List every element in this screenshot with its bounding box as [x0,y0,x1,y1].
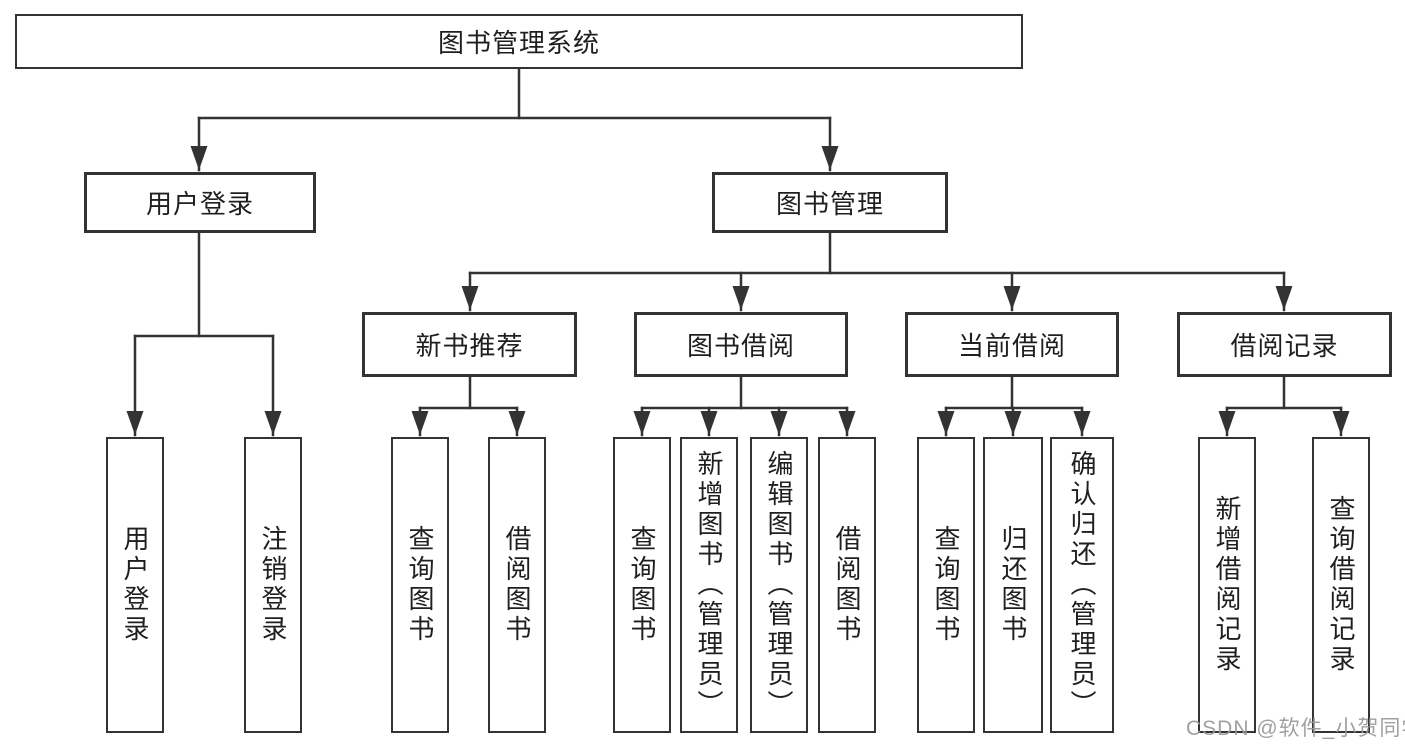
node-label: 用户登录 [120,525,150,645]
connector-book-borrowing [633,373,856,437]
node-borrowing-records: 借阅记录 [1177,312,1392,377]
node-label: 用户登录 [145,189,254,219]
connector-root [190,66,839,172]
node-label: 查询图书 [405,525,435,645]
node-label: 新书推荐 [415,331,524,361]
node-label: 当前借阅 [957,331,1066,361]
node-label: 新增图书（管理员） [694,450,724,720]
node-label: 确认归还（管理员） [1067,450,1097,720]
node-label: 查询借阅记录 [1326,495,1356,675]
leaf-query-books-borrowing: 查询图书 [613,437,671,733]
connector-user-login [126,230,282,437]
node-label: 查询图书 [627,525,657,645]
leaf-query-books-recommend: 查询图书 [391,437,449,733]
node-label: 归还图书 [998,525,1028,645]
leaf-borrow-books-recommend: 借阅图书 [488,437,546,733]
node-current-borrowing: 当前借阅 [905,312,1119,377]
leaf-user-login: 用户登录 [106,437,164,733]
leaf-confirm-return-admin: 确认归还（管理员） [1050,437,1114,733]
leaf-add-borrow-record: 新增借阅记录 [1198,437,1256,733]
leaf-query-borrow-record: 查询借阅记录 [1312,437,1370,733]
node-label: 图书借阅 [686,331,795,361]
node-label: 编辑图书（管理员） [764,450,794,720]
node-label: 图书管理系统 [437,28,600,58]
connector-book-management [461,230,1293,312]
node-label: 借阅图书 [832,525,862,645]
connector-borrowing-records [1218,373,1350,437]
leaf-add-books-admin: 新增图书（管理员） [680,437,738,733]
leaf-edit-books-admin: 编辑图书（管理员） [750,437,808,733]
connector-current-borrowing [937,373,1091,437]
connector-new-book-recommendation [411,373,526,437]
watermark-text: CSDN @软件_小贺同学 [1186,717,1405,740]
leaf-return-books: 归还图书 [983,437,1043,733]
node-label: 借阅记录 [1230,331,1339,361]
leaf-logout: 注销登录 [244,437,302,733]
node-new-book-recommendation: 新书推荐 [362,312,577,377]
leaf-borrow-books-borrowing: 借阅图书 [818,437,876,733]
node-book-borrowing: 图书借阅 [634,312,848,377]
node-library-management-system: 图书管理系统 [15,14,1023,69]
node-label: 新增借阅记录 [1212,495,1242,675]
node-label: 借阅图书 [502,525,532,645]
node-user-login: 用户登录 [84,172,316,233]
node-book-management: 图书管理 [712,172,948,233]
leaf-query-books-current: 查询图书 [917,437,975,733]
node-label: 注销登录 [258,525,288,645]
node-label: 图书管理 [775,189,884,219]
node-label: 查询图书 [931,525,961,645]
